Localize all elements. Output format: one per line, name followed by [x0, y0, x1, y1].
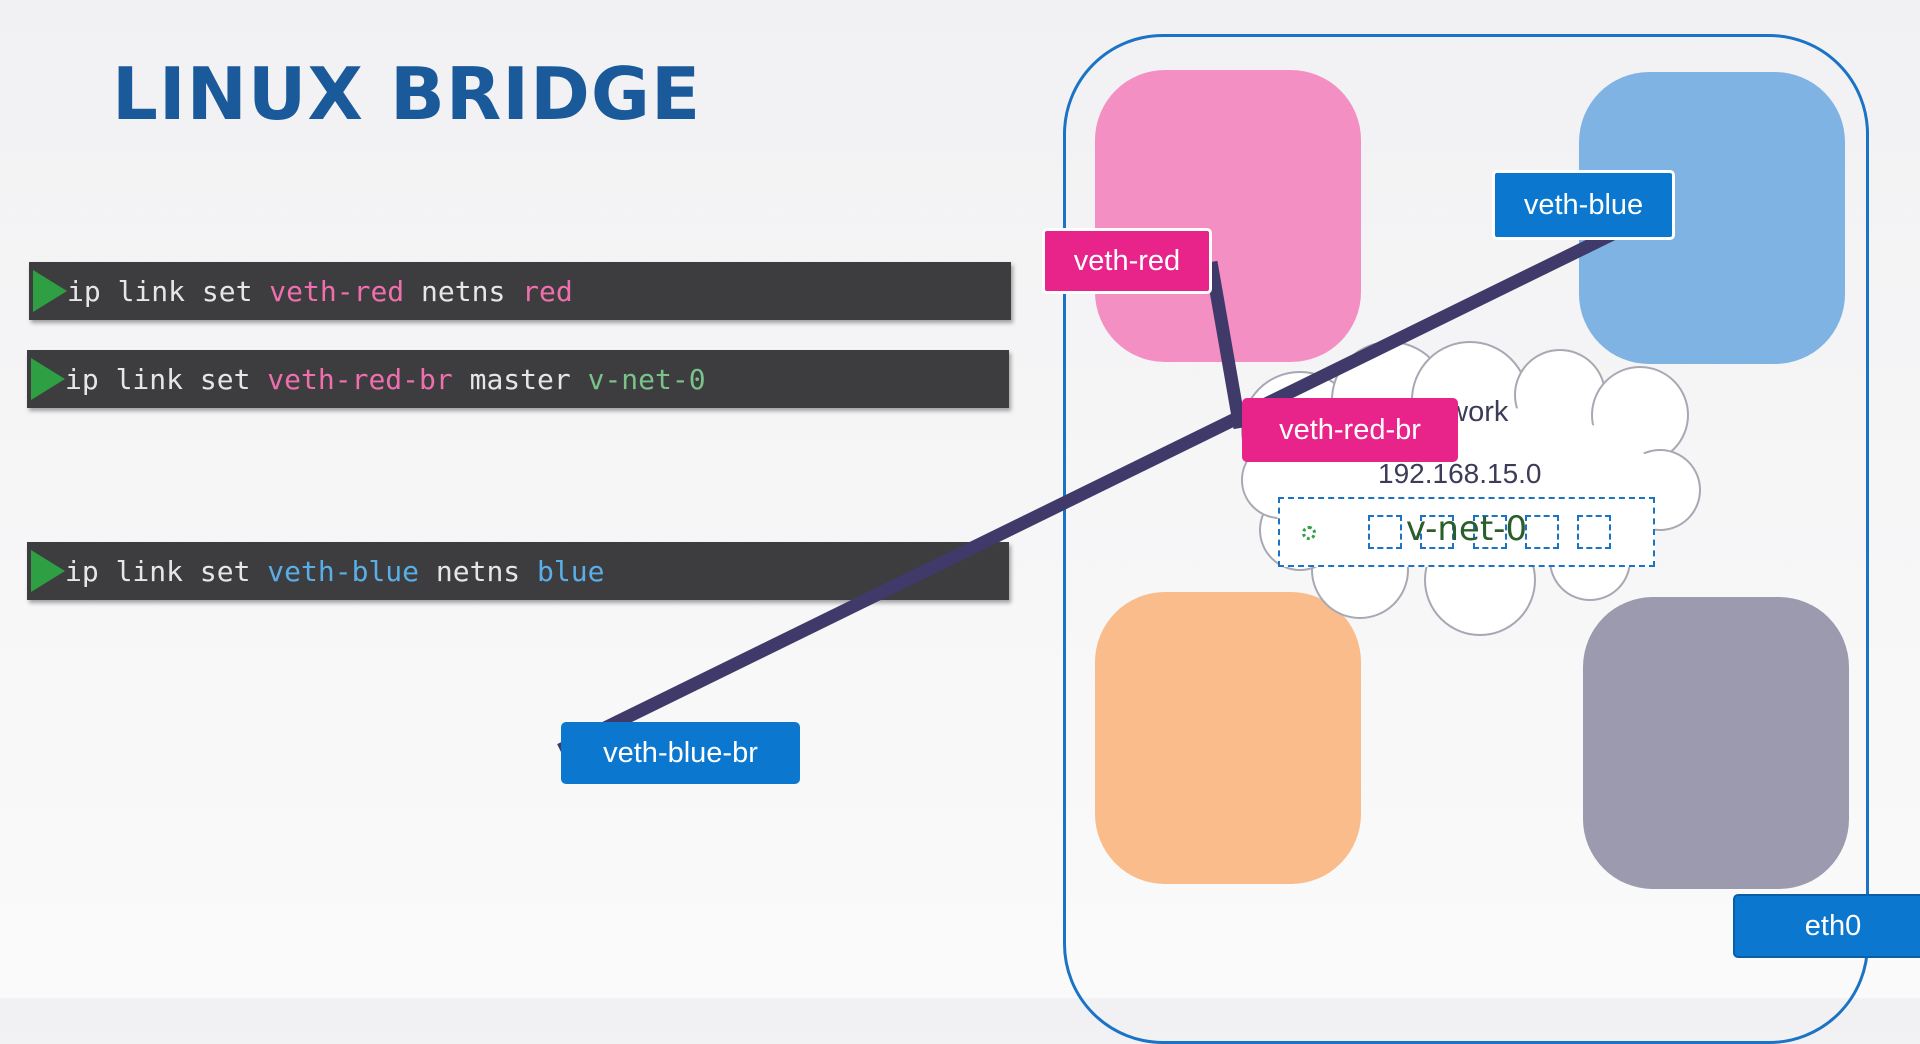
bridge-port: [1473, 515, 1507, 549]
interface-veth-red-br[interactable]: veth-red-br: [1242, 398, 1458, 462]
cmd-ns: red: [522, 274, 573, 308]
cmd-text: master: [452, 362, 588, 396]
command-text-3: ip link set veth-blue netns blue: [65, 555, 604, 588]
interface-veth-blue[interactable]: veth-blue: [1492, 170, 1675, 240]
play-icon[interactable]: [31, 358, 65, 400]
bridge-label: v-net-0: [1405, 509, 1528, 549]
interface-eth0[interactable]: eth0: [1733, 894, 1920, 958]
cmd-iface: veth-blue: [267, 554, 420, 588]
cmd-bridge: v-net-0: [587, 362, 706, 396]
bridge-port: [1368, 515, 1402, 549]
interface-veth-blue-br[interactable]: veth-blue-br: [561, 722, 800, 784]
command-line-1: ip link set veth-red netns red: [29, 262, 1011, 320]
cmd-iface: veth-red-br: [267, 362, 453, 396]
play-icon[interactable]: [33, 270, 67, 312]
bridge-port: [1420, 515, 1454, 549]
play-icon[interactable]: [31, 550, 65, 592]
cmd-text: ip link set: [67, 274, 270, 308]
namespace-red: [1095, 70, 1361, 362]
cmd-text: ip link set: [65, 362, 268, 396]
cmd-text: ip link set: [65, 554, 268, 588]
bridge-v-net-0[interactable]: v-net-0: [1278, 497, 1655, 567]
network-address: 192.168.15.0: [1378, 458, 1542, 489]
cmd-ns: blue: [537, 554, 605, 588]
bridge-port-dot-icon: [1302, 526, 1316, 540]
cables: [557, 199, 1675, 756]
command-text-1: ip link set veth-red netns red: [67, 275, 573, 308]
bridge-port: [1577, 515, 1611, 549]
cmd-text: netns: [404, 274, 523, 308]
namespace-orange: [1095, 592, 1361, 884]
command-line-2: ip link set veth-red-br master v-net-0: [27, 350, 1009, 408]
interface-veth-red[interactable]: veth-red: [1042, 228, 1212, 294]
command-line-3: ip link set veth-blue netns blue: [27, 542, 1009, 600]
command-text-2: ip link set veth-red-br master v-net-0: [65, 363, 706, 396]
bridge-port: [1525, 515, 1559, 549]
page-title: LINUX BRIDGE: [112, 52, 702, 136]
cable-red: [1204, 260, 1247, 430]
cmd-iface: veth-red: [269, 274, 405, 308]
cmd-text: netns: [419, 554, 538, 588]
cable-blue: [557, 199, 1675, 756]
namespace-gray: [1583, 597, 1849, 889]
